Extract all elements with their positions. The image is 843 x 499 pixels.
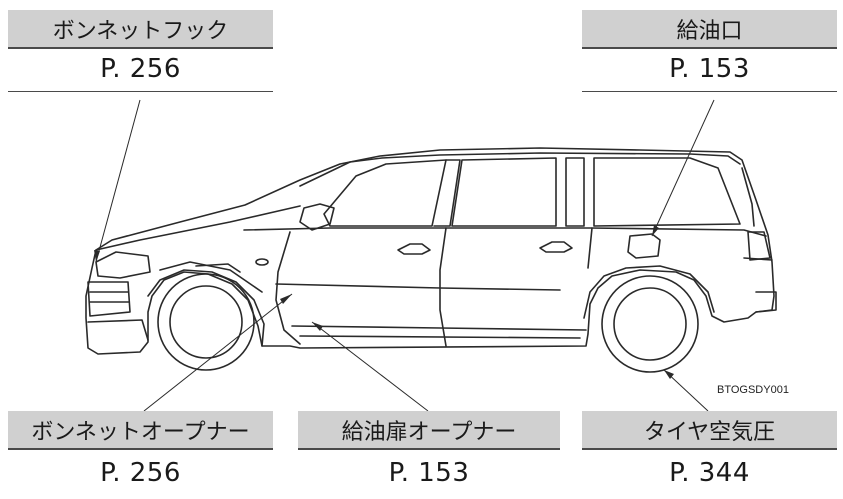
side-mirror <box>299 203 335 231</box>
leader-hood-opener <box>143 293 293 412</box>
b-pillar <box>433 159 461 227</box>
fuel-filler-page-ref[interactable]: P. 153 <box>669 54 750 84</box>
divider <box>582 91 837 92</box>
tire-pressure-label: タイヤ空気圧 <box>582 411 837 448</box>
hood-opener-label: ボンネットオープナー <box>8 411 273 448</box>
leader-fuel-filler <box>651 99 715 237</box>
front-window <box>323 159 447 227</box>
front-grille <box>87 281 131 317</box>
leader-fuel-door-opener <box>311 321 429 412</box>
hood-hook-page-ref[interactable]: P. 256 <box>100 54 181 84</box>
arrowhead-fuel-filler <box>652 225 659 236</box>
fuel-door-opener-page-ref[interactable]: P. 153 <box>388 458 470 488</box>
figure-code: BTOGSDY001 <box>717 384 789 396</box>
callout-fuel-door-opener: 給油扉オープナー P. 153 <box>298 411 560 496</box>
callout-hood-hook: ボンネットフック P. 256 <box>8 10 273 92</box>
front-tire <box>157 273 255 371</box>
callout-fuel-filler: 給油口 P. 153 <box>582 10 837 92</box>
arrowhead-hood-hook <box>94 250 100 262</box>
rear-rim <box>613 287 687 361</box>
divider <box>8 448 273 450</box>
callout-hood-opener: ボンネットオープナー P. 256 <box>8 411 273 496</box>
arrowhead-hood-opener <box>280 294 292 304</box>
rear-door-outline <box>587 227 593 269</box>
arrowhead-fuel-door-opener <box>312 322 323 331</box>
car-body-outline <box>85 147 775 355</box>
fuel-door-opener-label: 給油扉オープナー <box>298 411 560 448</box>
divider <box>582 448 837 450</box>
tail-light <box>747 231 771 261</box>
fuel-filler-label: 給油口 <box>582 10 837 47</box>
rear-bumper <box>755 291 777 313</box>
rear-tire <box>601 275 699 373</box>
rear-door-window <box>451 157 557 227</box>
hood-opener-page-ref[interactable]: P. 256 <box>100 458 181 488</box>
divider <box>582 47 837 49</box>
front-door-outline <box>275 231 301 345</box>
leader-hood-hook <box>95 99 141 263</box>
arrowhead-tire-pressure <box>664 370 674 379</box>
front-rim <box>169 285 243 359</box>
rear-door-handle <box>539 241 573 253</box>
tire-pressure-page-ref[interactable]: P. 344 <box>669 458 750 488</box>
headlight <box>95 251 151 279</box>
callout-tire-pressure: タイヤ空気圧 P. 344 <box>582 411 837 496</box>
divider <box>8 91 273 92</box>
divider <box>8 47 273 49</box>
divider <box>298 448 560 450</box>
front-door-handle <box>397 243 431 255</box>
rear-quarter-window <box>593 157 741 227</box>
c-window <box>565 157 585 227</box>
hood-hook-label: ボンネットフック <box>8 10 273 47</box>
fuel-door <box>627 233 661 259</box>
